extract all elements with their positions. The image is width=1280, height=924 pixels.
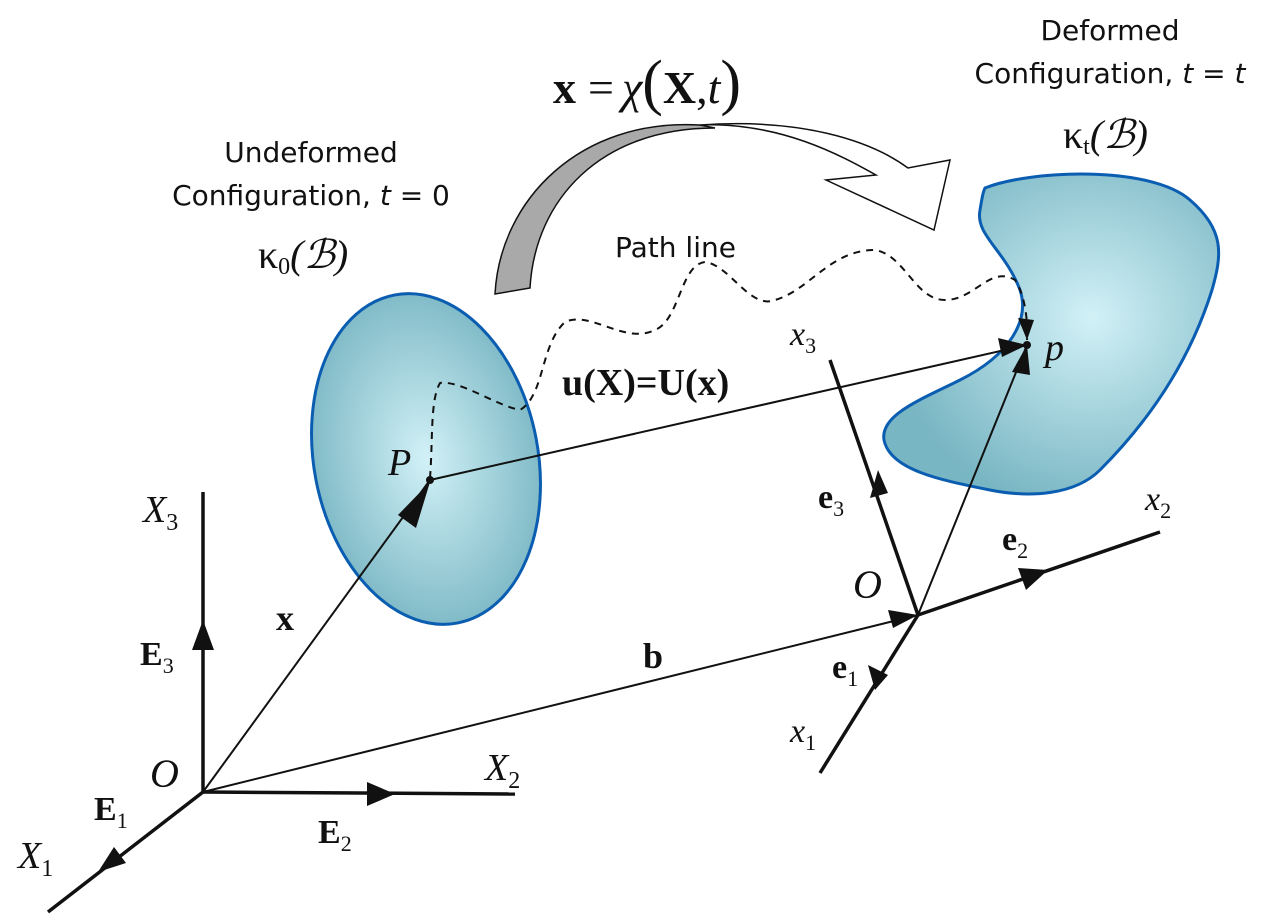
path-line-label: Path line — [615, 231, 736, 264]
E1-label: E1 — [94, 791, 128, 833]
point-p-marker — [1023, 341, 1031, 349]
undeformed-title: Undeformed — [224, 136, 398, 169]
x-arrow-icon — [1012, 345, 1030, 375]
X-vector-label: x — [276, 598, 294, 638]
e1-label: e1 — [832, 649, 858, 691]
e2-arrow-icon — [1018, 568, 1048, 590]
e3-arrow-icon — [870, 470, 888, 498]
E3-label: E3 — [140, 636, 174, 678]
point-P-marker — [426, 476, 434, 484]
point-P-label: P — [387, 442, 411, 484]
b-vector-label: b — [643, 636, 663, 676]
E2-arrow-icon — [367, 782, 395, 806]
displacement-label: u(X)=U(x) — [562, 362, 729, 404]
pathline-arrow-icon — [1018, 318, 1034, 340]
E3-arrow-icon — [192, 620, 214, 650]
origin-O-reference: O — [150, 751, 179, 796]
translation-vector-b — [202, 614, 919, 793]
x3-label: x3 — [789, 316, 816, 358]
E2-label: E2 — [318, 814, 352, 856]
e1-arrow-icon — [868, 665, 888, 690]
X-arrow-icon — [398, 482, 430, 528]
e3-label: e3 — [818, 479, 844, 521]
displacement-vector — [429, 344, 1028, 481]
point-p-label: p — [1042, 327, 1064, 369]
origin-O-spatial: O — [853, 562, 882, 607]
mapping-equation: x=χ(X,t) — [553, 49, 741, 117]
path-line — [429, 248, 1029, 479]
X1-label: X1 — [16, 835, 53, 882]
X3-label: X3 — [141, 489, 178, 536]
position-vector-X — [202, 479, 431, 793]
e2-label: e2 — [1002, 521, 1028, 563]
deformed-kappa: κt(ℬ) — [1063, 112, 1148, 160]
undeformed-body — [310, 292, 542, 626]
b-arrow-icon — [888, 610, 918, 628]
mapping-arrow-tail — [494, 123, 716, 295]
X1-axis — [46, 790, 205, 914]
x2-label: x2 — [1144, 481, 1171, 523]
deformed-body — [882, 172, 1221, 496]
spatial-position-vector — [917, 344, 1028, 616]
E1-arrow-icon — [98, 847, 126, 872]
deformed-title: Deformed — [1040, 14, 1179, 47]
u-arrow-icon — [998, 338, 1027, 357]
X2-axis — [202, 790, 516, 796]
deformed-subtitle: Configuration, t = t — [975, 57, 1247, 90]
X2-label: X2 — [483, 747, 520, 794]
undeformed-subtitle: Configuration, t = 0 — [172, 179, 450, 212]
undeformed-kappa: κ0(ℬ) — [258, 232, 348, 280]
x1-label: x1 — [789, 713, 816, 755]
x1-axis — [818, 614, 920, 774]
mapping-arrow-head — [699, 122, 951, 232]
